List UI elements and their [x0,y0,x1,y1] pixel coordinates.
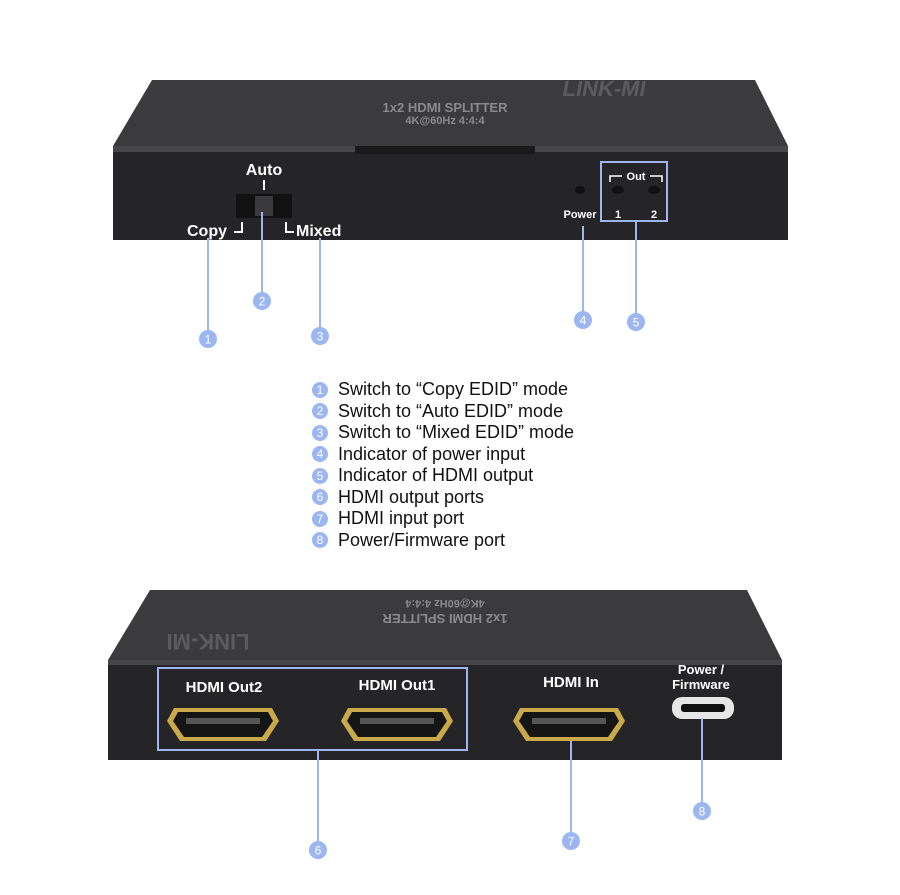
svg-text:6: 6 [315,844,322,858]
legend-text: HDMI output ports [338,486,485,507]
legend-text: Indicator of HDMI output [338,465,534,486]
badge-8 [693,802,711,820]
rear-callout-lines [317,718,703,841]
legend-text: HDMI input port [338,508,465,529]
badge-2 [253,292,271,310]
legend-item: 1 Switch to “Copy EDID” mode [312,379,672,401]
legend-text: Switch to “Mixed EDID” mode [338,422,575,443]
legend-item: 5 Indicator of HDMI output [312,465,672,487]
badge-3 [311,327,329,345]
out1-led [612,186,624,194]
legend-item: 7 HDMI input port [312,508,672,530]
legend-text: Indicator of power input [338,443,526,464]
out-label: Out [627,171,646,183]
power-firmware-label-2: Firmware [672,677,730,692]
front-brand: LINK-MI [561,76,648,101]
legend-number: 1 [312,381,328,398]
switch-mixed-label: Mixed [296,223,341,240]
power-firmware-label-1: Power / [678,662,725,677]
legend-item: 6 HDMI output ports [312,487,672,509]
micro-usb-port[interactable] [672,697,734,719]
front-callout-lines [207,212,637,330]
legend: 1 Switch to “Copy EDID” mode 2 Switch to… [312,379,672,551]
legend-text: Switch to “Auto EDID” mode [338,400,564,421]
legend-item: 8 Power/Firmware port [312,530,672,552]
legend-text: Power/Firmware port [338,529,506,550]
legend-item: 2 Switch to “Auto EDID” mode [312,401,672,423]
svg-text:2: 2 [259,295,266,309]
legend-number: 3 [312,424,328,441]
power-led [575,186,585,194]
power-label: Power [563,209,597,221]
svg-text:3: 3 [317,330,324,344]
hdmi-out2-port[interactable] [167,708,279,741]
legend-number: 6 [312,489,328,506]
legend-number: 2 [312,403,328,420]
legend-number: 7 [312,510,328,527]
rear-brand: LINK-MI [166,629,249,654]
svg-text:8: 8 [699,805,706,819]
legend-item: 3 Switch to “Mixed EDID” mode [312,422,672,444]
callout-badges: 1 2 3 4 5 6 7 8 [199,292,711,859]
legend-item: 4 Indicator of power input [312,444,672,466]
hdmi-in-port[interactable] [513,708,625,741]
out-indicator-box [600,161,668,222]
hdmi-in-label: HDMI In [543,674,599,691]
hdmi-out2-label: HDMI Out2 [186,679,263,696]
svg-text:4: 4 [580,314,587,328]
switch-auto-label: Auto [246,162,283,179]
legend-number: 8 [312,532,328,549]
badge-1 [199,330,217,348]
svg-text:1: 1 [205,333,212,347]
badge-4 [574,311,592,329]
badge-5 [627,313,645,331]
hdmi-out1-label: HDMI Out1 [359,677,436,694]
legend-text: Switch to “Copy EDID” mode [338,379,569,400]
hdmi-out-group-box [157,667,468,751]
out2-label: 2 [651,209,657,221]
rear-device: LINK-MI 1x2 HDMI SPLITTER 4K@60Hz 4:4:4 … [108,590,782,760]
switch-copy-label: Copy [187,223,227,240]
out1-label: 1 [615,209,621,221]
legend-number: 5 [312,467,328,484]
rear-model: 1x2 HDMI SPLITTER [382,611,508,626]
svg-text:5: 5 [633,316,640,330]
front-spec: 4K@60Hz 4:4:4 [405,115,485,127]
badge-6 [309,841,327,859]
badge-7 [562,832,580,850]
out2-led [648,186,660,194]
hdmi-out1-port[interactable] [341,708,453,741]
svg-text:7: 7 [568,835,575,849]
rear-spec: 4K@60Hz 4:4:4 [405,597,485,609]
legend-number: 4 [312,446,328,463]
front-device: LINK-MI 1x2 HDMI SPLITTER 4K@60Hz 4:4:4 … [113,76,788,240]
front-model: 1x2 HDMI SPLITTER [383,100,509,115]
